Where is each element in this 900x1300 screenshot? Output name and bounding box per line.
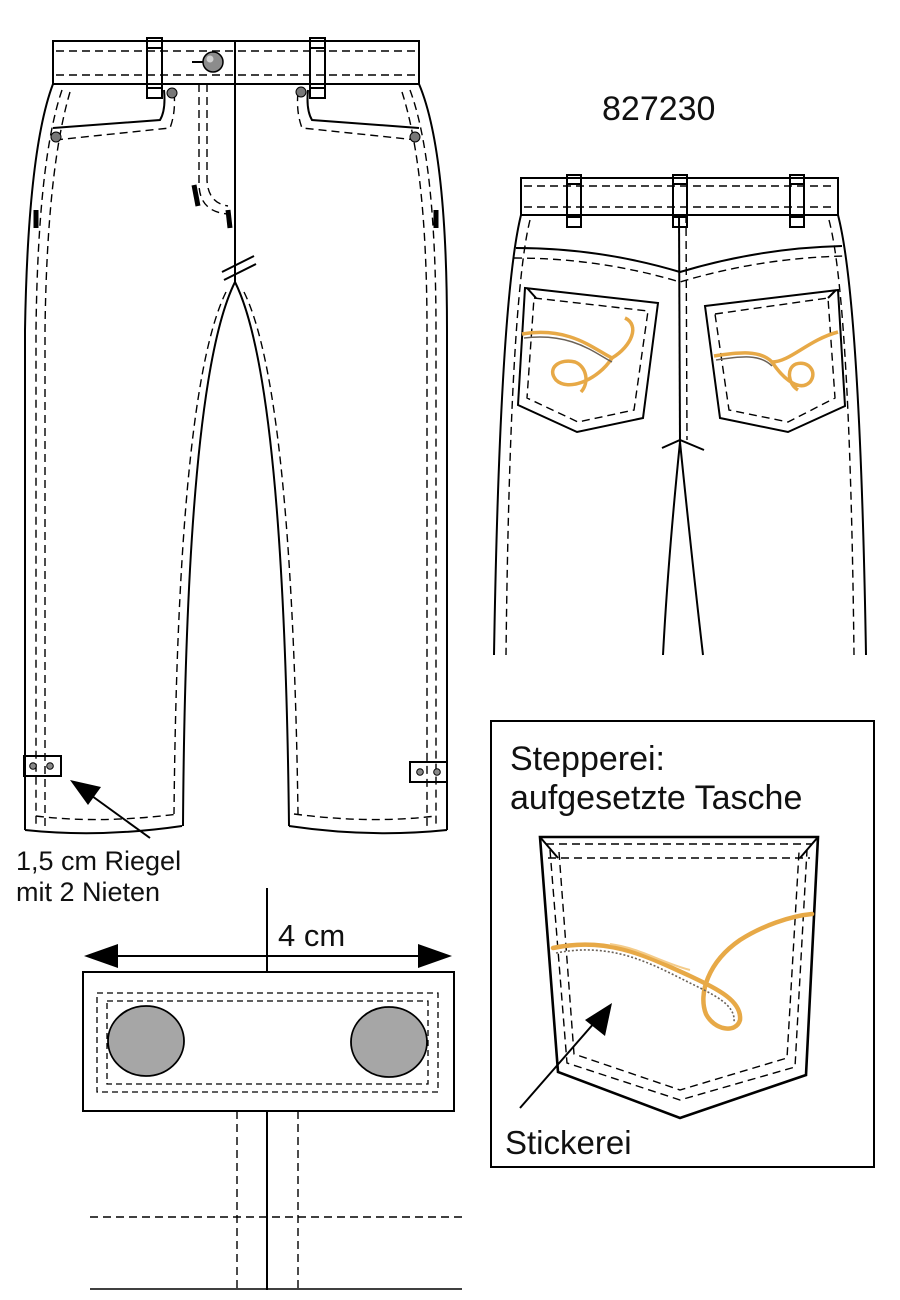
width-measure: 4 cm	[278, 918, 346, 953]
pocket-detail-title: Stepperei: aufgesetzte Tasche	[510, 740, 802, 818]
embroidery-label: Stickerei	[505, 1124, 632, 1161]
embroidery-arrow	[519, 1003, 612, 1109]
hem-tab-left	[23, 755, 62, 777]
back-view	[493, 174, 867, 656]
pocket-detail	[490, 720, 875, 1168]
waist-button	[202, 51, 224, 73]
tab-label-line2: mit 2 Nieten	[16, 877, 161, 908]
rivet-left	[107, 1005, 185, 1077]
pocket-detail-frame	[490, 720, 875, 1168]
back-pocket-right	[703, 288, 847, 434]
rivet-right	[350, 1006, 428, 1078]
tab-label-line1: 1,5 cm Riegel	[16, 846, 182, 876]
hem-tab-right	[409, 761, 448, 783]
tab-detail-outline	[82, 971, 455, 1112]
detail-title-line1: Stepperei:	[510, 740, 665, 778]
detail-title-line2: aufgesetzte Tasche	[510, 779, 803, 818]
tab-callout: 1,5 cm Riegel mit 2 Nieten	[16, 846, 181, 908]
front-belt-loops	[146, 37, 326, 99]
style-number: 827230	[602, 90, 716, 128]
tab-detail	[82, 888, 462, 1290]
front-view	[23, 37, 448, 839]
back-pocket-left	[516, 286, 660, 434]
tab-arrow	[70, 780, 151, 839]
